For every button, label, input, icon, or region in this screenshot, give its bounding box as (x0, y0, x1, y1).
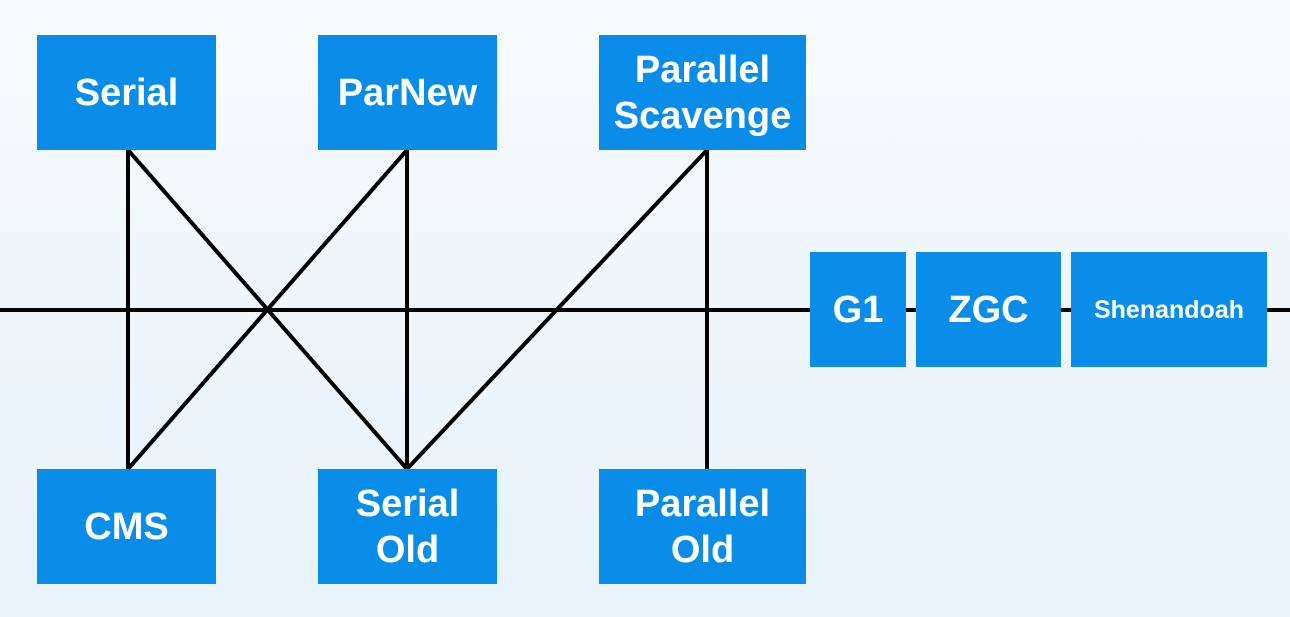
label-line: Scavenge (613, 94, 792, 137)
label-line: Parallel (634, 48, 771, 91)
cms-box: CMS (37, 469, 216, 584)
shenandoah-box: Shenandoah (1071, 252, 1267, 367)
serial-label: Serial (74, 71, 179, 114)
label-line: Old (375, 528, 440, 571)
cms-label: CMS (84, 505, 169, 548)
zgc-label: ZGC (948, 288, 1029, 331)
parnew-label: ParNew (337, 71, 478, 114)
zgc-box: ZGC (916, 252, 1061, 367)
serial-box: Serial (37, 35, 216, 150)
connector-lines (126, 148, 709, 471)
g1-label: G1 (832, 288, 884, 331)
shenandoah-label: Shenandoah (1093, 295, 1244, 324)
label-line: Old (670, 528, 735, 571)
parnew-box: ParNew (318, 35, 497, 150)
connector-parnew-to-cms (126, 148, 409, 471)
g1-box: G1 (810, 252, 906, 367)
label-line: Serial (355, 482, 460, 525)
connector-parallel-scavenge-to-serial-old (405, 148, 709, 471)
label-line: Parallel (634, 482, 771, 525)
